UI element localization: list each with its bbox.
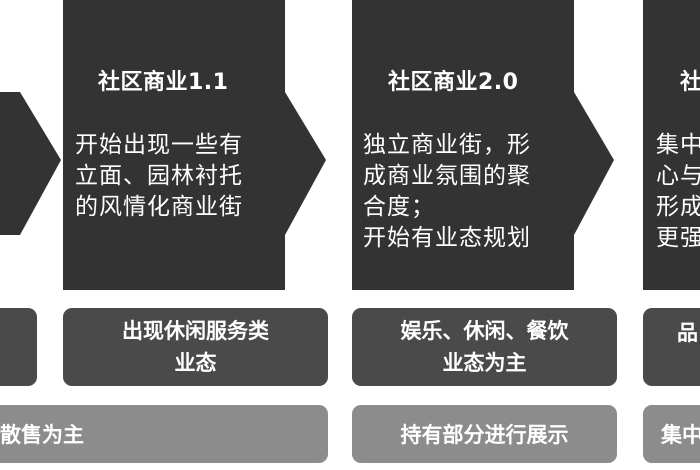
stage-2-chevron <box>352 0 614 290</box>
ownership-bar-1: 持有部分进行展示 <box>352 405 617 463</box>
stage-3-desc-line: 集中 <box>656 132 700 158</box>
stage-2-desc-line: 独立商业街，形 <box>363 132 531 158</box>
stage-0-chevron <box>0 92 61 235</box>
stage-1-desc-line: 开始出现一些有 <box>75 132 243 158</box>
stage-3-title: 社 <box>680 70 700 95</box>
stage-1-title: 社区商业1.1 <box>98 70 229 95</box>
stage-3-desc-line: 更强 <box>656 225 700 251</box>
ownership-bar-label: 散售为主 <box>0 423 84 447</box>
stage-3-description: 集中 心与 形成 更强 <box>656 130 700 254</box>
format-box-2: 娱乐、休闲、餐饮 业态为主 <box>352 308 617 386</box>
stage-3-chevron <box>643 0 700 290</box>
ownership-bar-label: 持有部分进行展示 <box>400 423 569 447</box>
stage-3-desc-line: 形成 <box>656 194 700 220</box>
stage-2-description: 独立商业街，形 成商业氛围的聚 合度； 开始有业态规划 <box>363 130 531 254</box>
stage-3-desc-line: 心与 <box>656 163 700 189</box>
ownership-bar-2: 集中 <box>643 405 700 463</box>
stage-1-desc-line: 的风情化商业街 <box>75 194 243 220</box>
stage-1-desc-line: 立面、园林衬托 <box>75 163 243 189</box>
stage-2-desc-line: 合度； <box>363 194 435 220</box>
stage-2-desc-line: 开始有业态规划 <box>363 225 531 251</box>
format-box-label: 品 <box>677 321 698 345</box>
stage-1-description: 开始出现一些有 立面、园林衬托 的风情化商业街 <box>75 130 243 223</box>
format-box-0 <box>0 308 37 386</box>
format-box-3: 品 <box>643 308 700 386</box>
stage-2-title: 社区商业2.0 <box>388 70 519 95</box>
stage-2-desc-line: 成商业氛围的聚 <box>363 163 531 189</box>
format-box-label: 娱乐、休闲、餐饮 业态为主 <box>400 319 569 375</box>
format-box-1: 出现休闲服务类 业态 <box>63 308 328 386</box>
stage-1-chevron <box>63 0 326 290</box>
ownership-bar-label: 集中 <box>661 423 700 447</box>
ownership-bar-0: 散售为主 <box>0 405 328 463</box>
format-box-label: 出现休闲服务类 业态 <box>122 319 269 375</box>
